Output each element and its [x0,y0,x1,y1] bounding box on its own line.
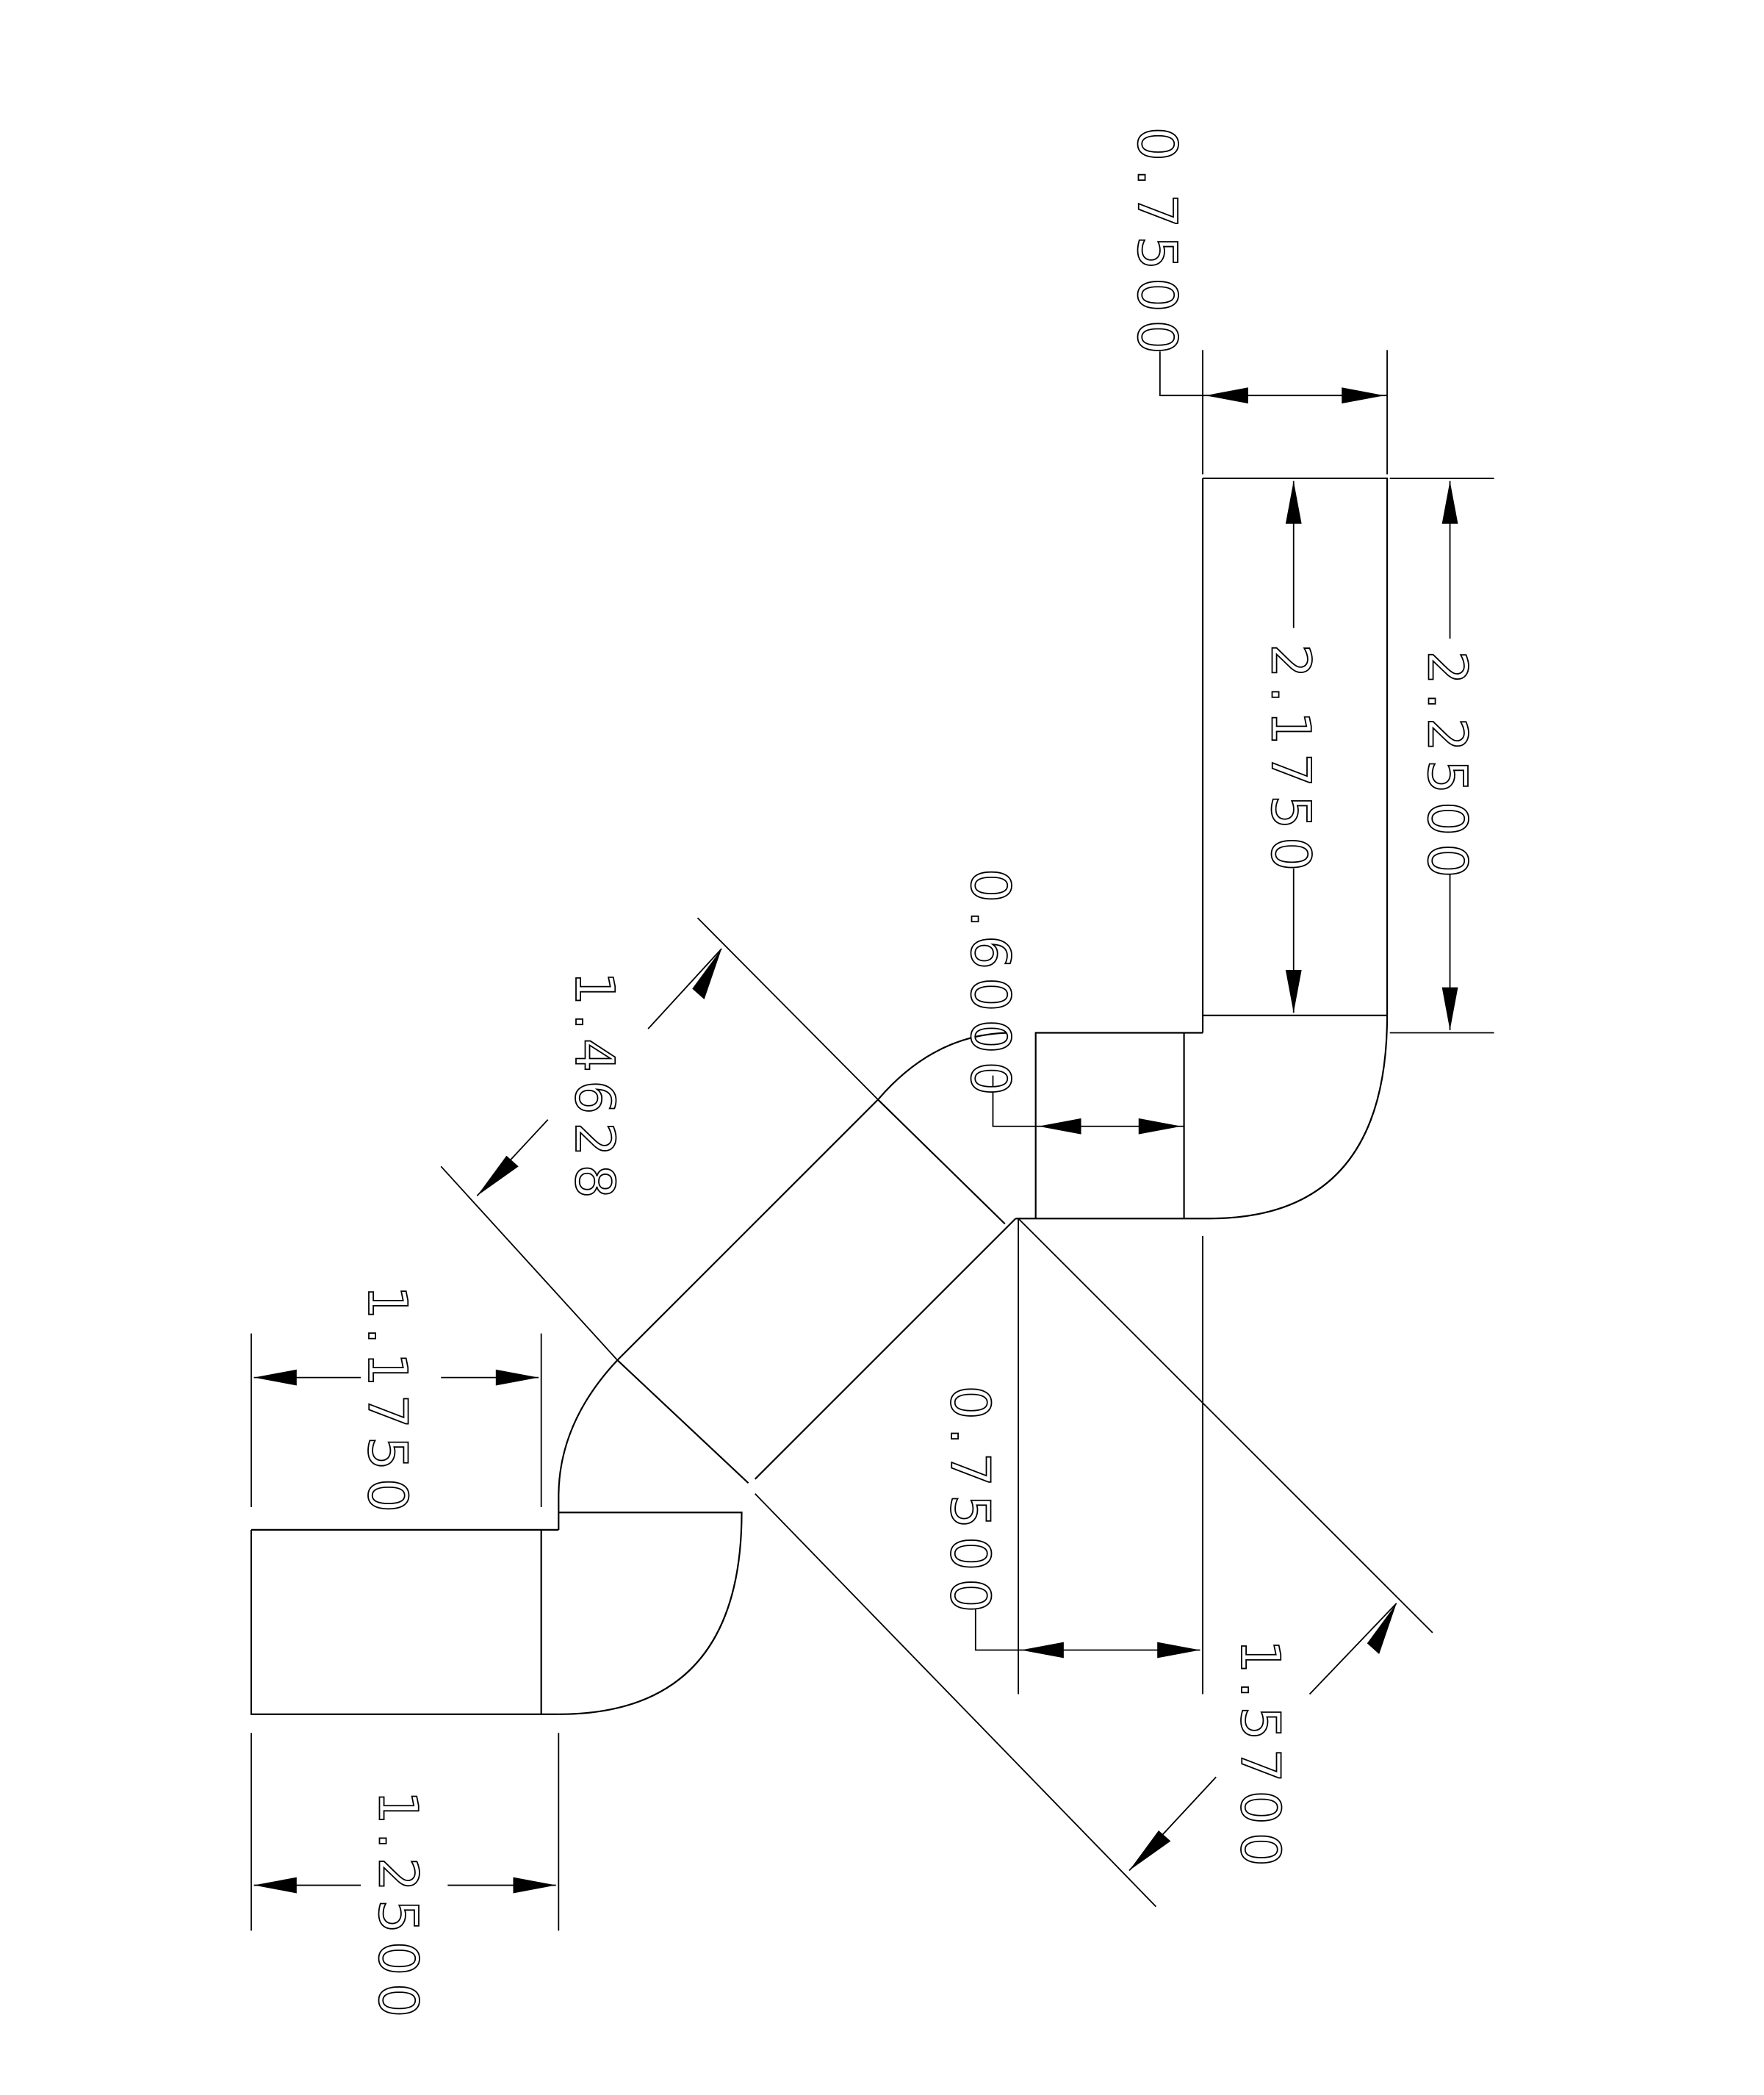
dimension-labels: 0.7500 2.1750 2.2500 0.6000 1.4628 1.175… [355,126,1478,2026]
left-leg [250,1528,559,1715]
dim-top-inner-length: 2.1750 [1259,644,1322,879]
arrowheads [253,387,1458,1894]
dim-top-offset: 0.7500 [1126,127,1188,362]
dim-middle-offset: 0.7500 [938,1386,1001,1621]
dim-left-inner-length: 1.1750 [356,1285,418,1520]
top-elbow [1015,1015,1389,1220]
dim-left-outer-length: 1.2500 [367,1790,429,2025]
lower-elbow [558,1359,743,1715]
dim-step-offset: 0.6000 [958,869,1020,1104]
diagonal-section [616,1099,1017,1484]
top-leg [1201,477,1389,1033]
upper-arc [877,1032,1012,1101]
dim-diagonal-width: 1.4628 [563,971,625,1207]
dim-top-outer-length: 2.2500 [1415,650,1477,885]
dimension-lines [251,350,1494,1931]
part-outline [250,477,1389,1715]
dim-diagonal-outer: 1.5700 [1228,1639,1291,1875]
